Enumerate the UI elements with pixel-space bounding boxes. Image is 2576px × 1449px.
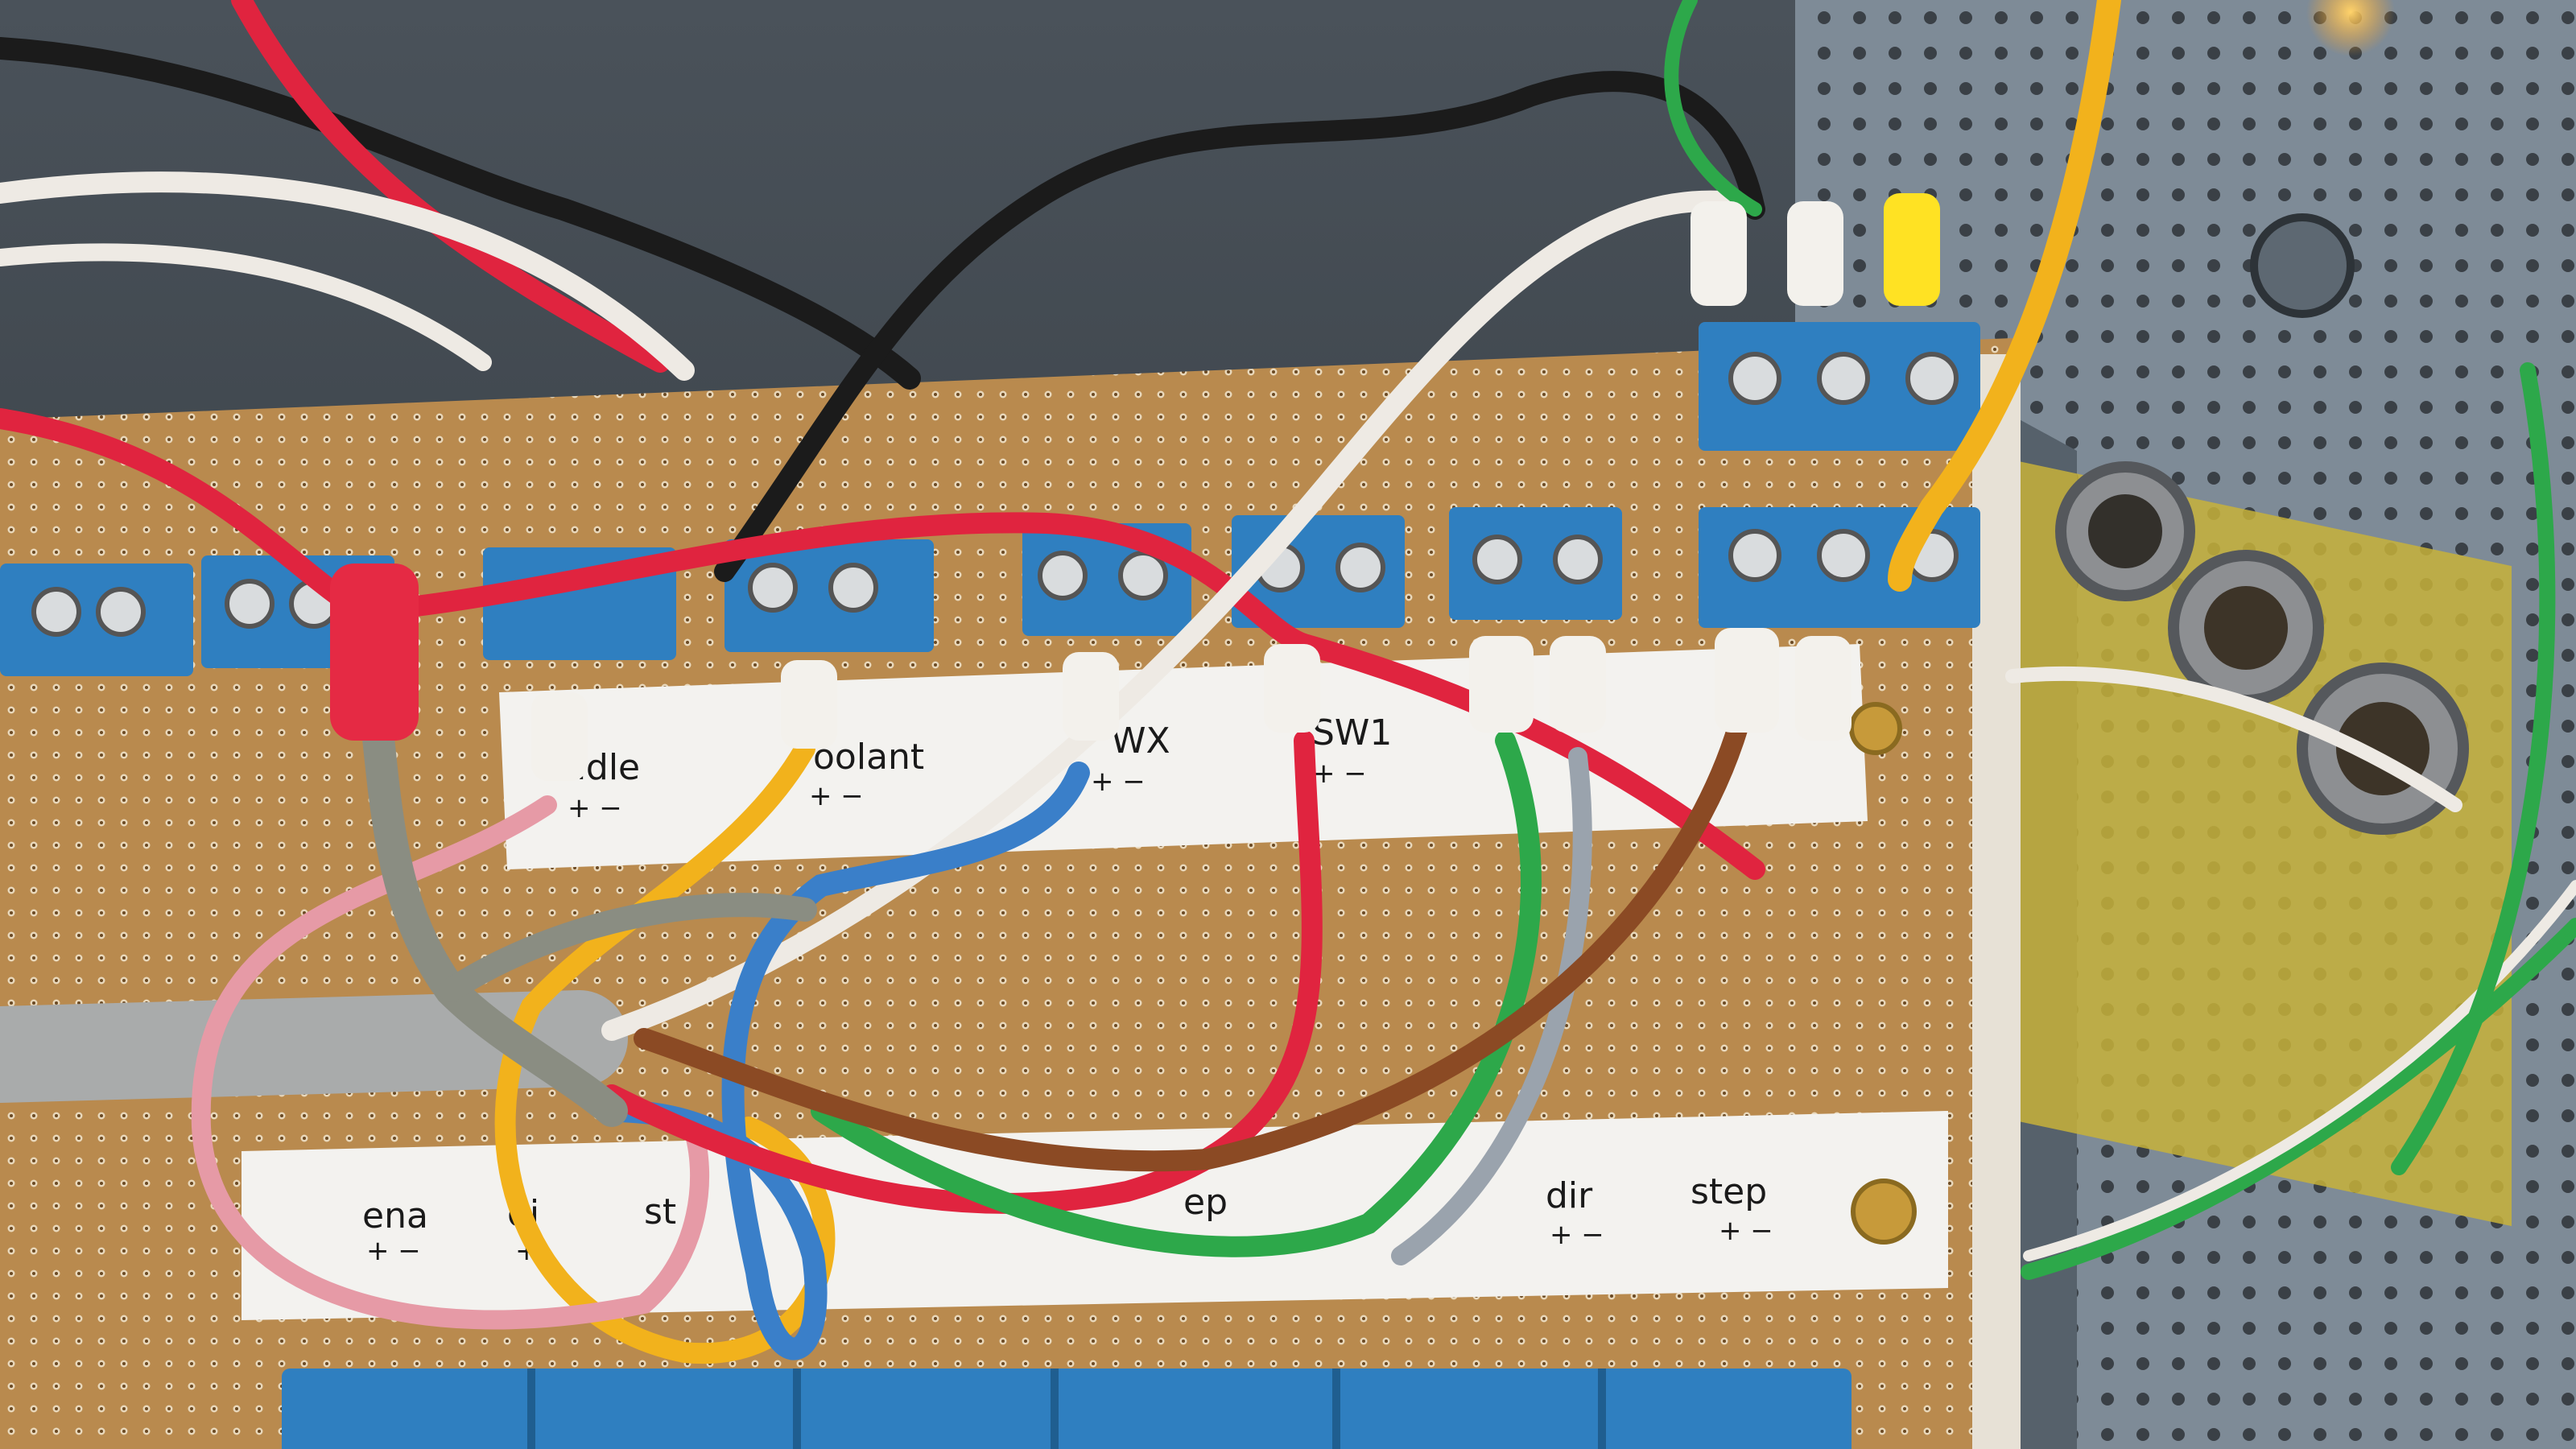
wires — [0, 0, 2576, 1364]
label-sw1-pm: + − — [1312, 758, 1367, 790]
label-step: step — [1690, 1171, 1767, 1212]
label-spindle-pm: + − — [568, 792, 622, 824]
label-step-mid: ep — [1183, 1182, 1228, 1223]
label-wx-pm: + − — [1091, 766, 1146, 798]
led-glow — [2306, 0, 2395, 56]
label-step-partial: st — [644, 1191, 676, 1232]
label-sw1: SW1 — [1312, 712, 1392, 753]
grey-conduit — [0, 990, 628, 1103]
terminal-strip-bottom — [282, 1368, 1852, 1449]
ferrules — [330, 193, 1940, 781]
brass-screw — [1851, 1179, 1917, 1245]
brass-screw — [1849, 702, 1902, 755]
label-dir-pm: + − — [1550, 1219, 1604, 1251]
label-coolant-pm: + − — [809, 780, 864, 812]
label-wx: WX — [1111, 720, 1170, 762]
label-step-pm: + − — [1719, 1215, 1773, 1247]
label-ena: ena — [362, 1195, 428, 1236]
label-dir: dir — [1546, 1175, 1593, 1216]
label-ena-pm: + − — [366, 1235, 421, 1267]
